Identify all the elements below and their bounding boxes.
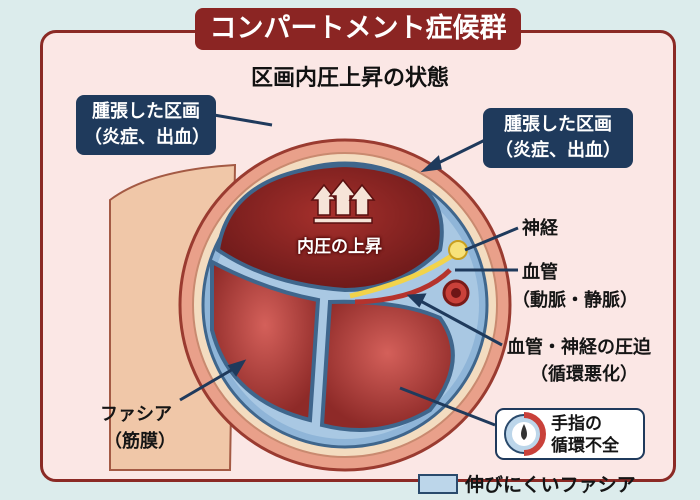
finger-label-line: 循環不全 bbox=[551, 436, 619, 456]
nerve-mark bbox=[448, 240, 468, 260]
label-pressure-rise: 内圧の上昇 bbox=[297, 237, 382, 257]
finger-label-line: 手指の bbox=[551, 414, 602, 434]
label-fascia-detail: （筋膜） bbox=[104, 431, 176, 452]
label-line: 腫張した区画 bbox=[504, 114, 612, 135]
compartment-left bbox=[210, 258, 321, 423]
compartment-anterior bbox=[215, 162, 444, 293]
label-line: 腫張した区画 bbox=[92, 101, 200, 122]
finger-circulation-box: 手指の 循環不全 bbox=[495, 408, 645, 460]
legend-label: 伸びにくいファシア bbox=[465, 474, 636, 496]
label-line: （炎症、出血） bbox=[84, 127, 210, 148]
label-compression: 血管・神経の圧迫 bbox=[507, 337, 651, 358]
page-title: コンパートメント症候群 bbox=[195, 8, 521, 50]
compartment-right bbox=[319, 299, 455, 432]
label-line: （炎症、出血） bbox=[495, 140, 621, 161]
legend-swatch bbox=[418, 474, 458, 494]
pressure-arrows-icon bbox=[310, 178, 376, 224]
label-vessel: 血管 bbox=[522, 262, 558, 283]
page-subtitle: 区画内圧上昇の状態 bbox=[250, 66, 449, 91]
label-swollen-compartment-right: 腫張した区画 （炎症、出血） bbox=[483, 108, 633, 168]
label-swollen-compartment-left: 腫張した区画 （炎症、出血） bbox=[76, 95, 216, 155]
label-vessel-detail: （動脈・静脈） bbox=[512, 290, 638, 311]
gauge-icon bbox=[504, 412, 546, 456]
label-compression-detail: （循環悪化） bbox=[530, 364, 638, 385]
label-nerve: 神経 bbox=[522, 218, 558, 239]
label-fascia: ファシア bbox=[100, 404, 172, 425]
